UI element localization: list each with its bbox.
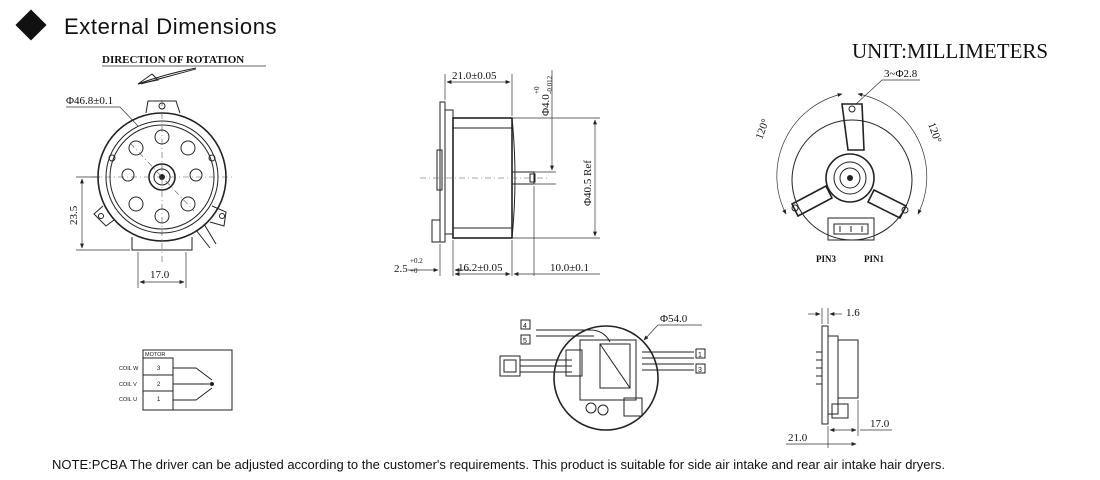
rear-view: 120° 120° 3~Φ2.8 PIN3 PIN1: [754, 68, 944, 264]
pcb-thickness-label: 1.6: [846, 307, 860, 319]
coil-w-label: COIL W: [119, 366, 139, 372]
pcb-mark-4: 4: [523, 323, 527, 330]
unit-label: UNIT:MILLIMETERS: [852, 39, 1048, 63]
front-height-label: 23.5: [68, 205, 80, 225]
flange-main-label: 2.5: [394, 263, 408, 275]
angle-left-label: 120°: [754, 117, 772, 141]
side-view: 21.0±0.05 Φ4.0 +0 -0.012 Φ40.5 Ref 2.5 +…: [394, 70, 600, 276]
pcb-view: 4 5 1 3 Φ54.0: [499, 313, 706, 431]
section-title: External Dimensions: [64, 14, 277, 39]
shaft-diameter-label: Φ4.0: [540, 94, 552, 116]
pcb-pins: [816, 351, 822, 385]
pcb-mark-3: 3: [698, 367, 702, 374]
holes-label: 3~Φ2.8: [884, 68, 918, 80]
shaft-length-label: 10.0±0.1: [550, 262, 589, 274]
footer-note: NOTE:PCBA The driver can be adjusted acc…: [52, 457, 945, 472]
shaft-tol-bottom: -0.012: [546, 75, 554, 94]
pin-left-label: PIN3: [816, 254, 836, 264]
wiring-header: MOTOR: [145, 352, 165, 358]
header: External Dimensions UNIT:MILLIMETERS: [15, 9, 1048, 63]
front-width-label: 17.0: [150, 269, 170, 281]
wiring-diagram: MOTOR COIL W COIL V COIL U 3 2 1: [119, 349, 233, 411]
flange-tol-top: +0.2: [410, 257, 423, 265]
pcb-diameter-label: Φ54.0: [660, 313, 688, 325]
body-diameter-label: Φ40.5 Ref: [582, 160, 594, 206]
side-length-label: 21.0±0.05: [452, 70, 497, 82]
angle-right-label: 120°: [925, 121, 943, 145]
coil-v-label: COIL V: [119, 382, 137, 388]
coil-u-pin: 1: [157, 397, 161, 403]
pcb-side-view: 1.6 17.0 21.0: [786, 307, 892, 448]
coil-v-pin: 2: [157, 382, 161, 388]
coil-w-pin: 3: [157, 366, 161, 372]
shaft-tol-top: +0: [533, 86, 541, 94]
body-length-label: 16.2±0.05: [458, 262, 503, 274]
rotation-label: DIRECTION OF ROTATION: [102, 54, 244, 66]
flange-tol-bottom: +0: [410, 267, 418, 275]
rotation-arrow-icon: [137, 67, 197, 85]
pcb-mark-5: 5: [523, 338, 527, 345]
pcb-mark-1: 1: [698, 352, 702, 359]
pcb-total-label: 21.0: [788, 432, 808, 444]
coil-u-label: COIL U: [119, 397, 137, 403]
front-view: DIRECTION OF ROTATION Φ46.8±0.1: [66, 54, 266, 288]
diamond-bullet-icon: [15, 9, 47, 41]
front-diameter-label: Φ46.8±0.1: [66, 95, 113, 107]
pcb-depth-label: 17.0: [870, 418, 890, 430]
pin-right-label: PIN1: [864, 254, 884, 264]
